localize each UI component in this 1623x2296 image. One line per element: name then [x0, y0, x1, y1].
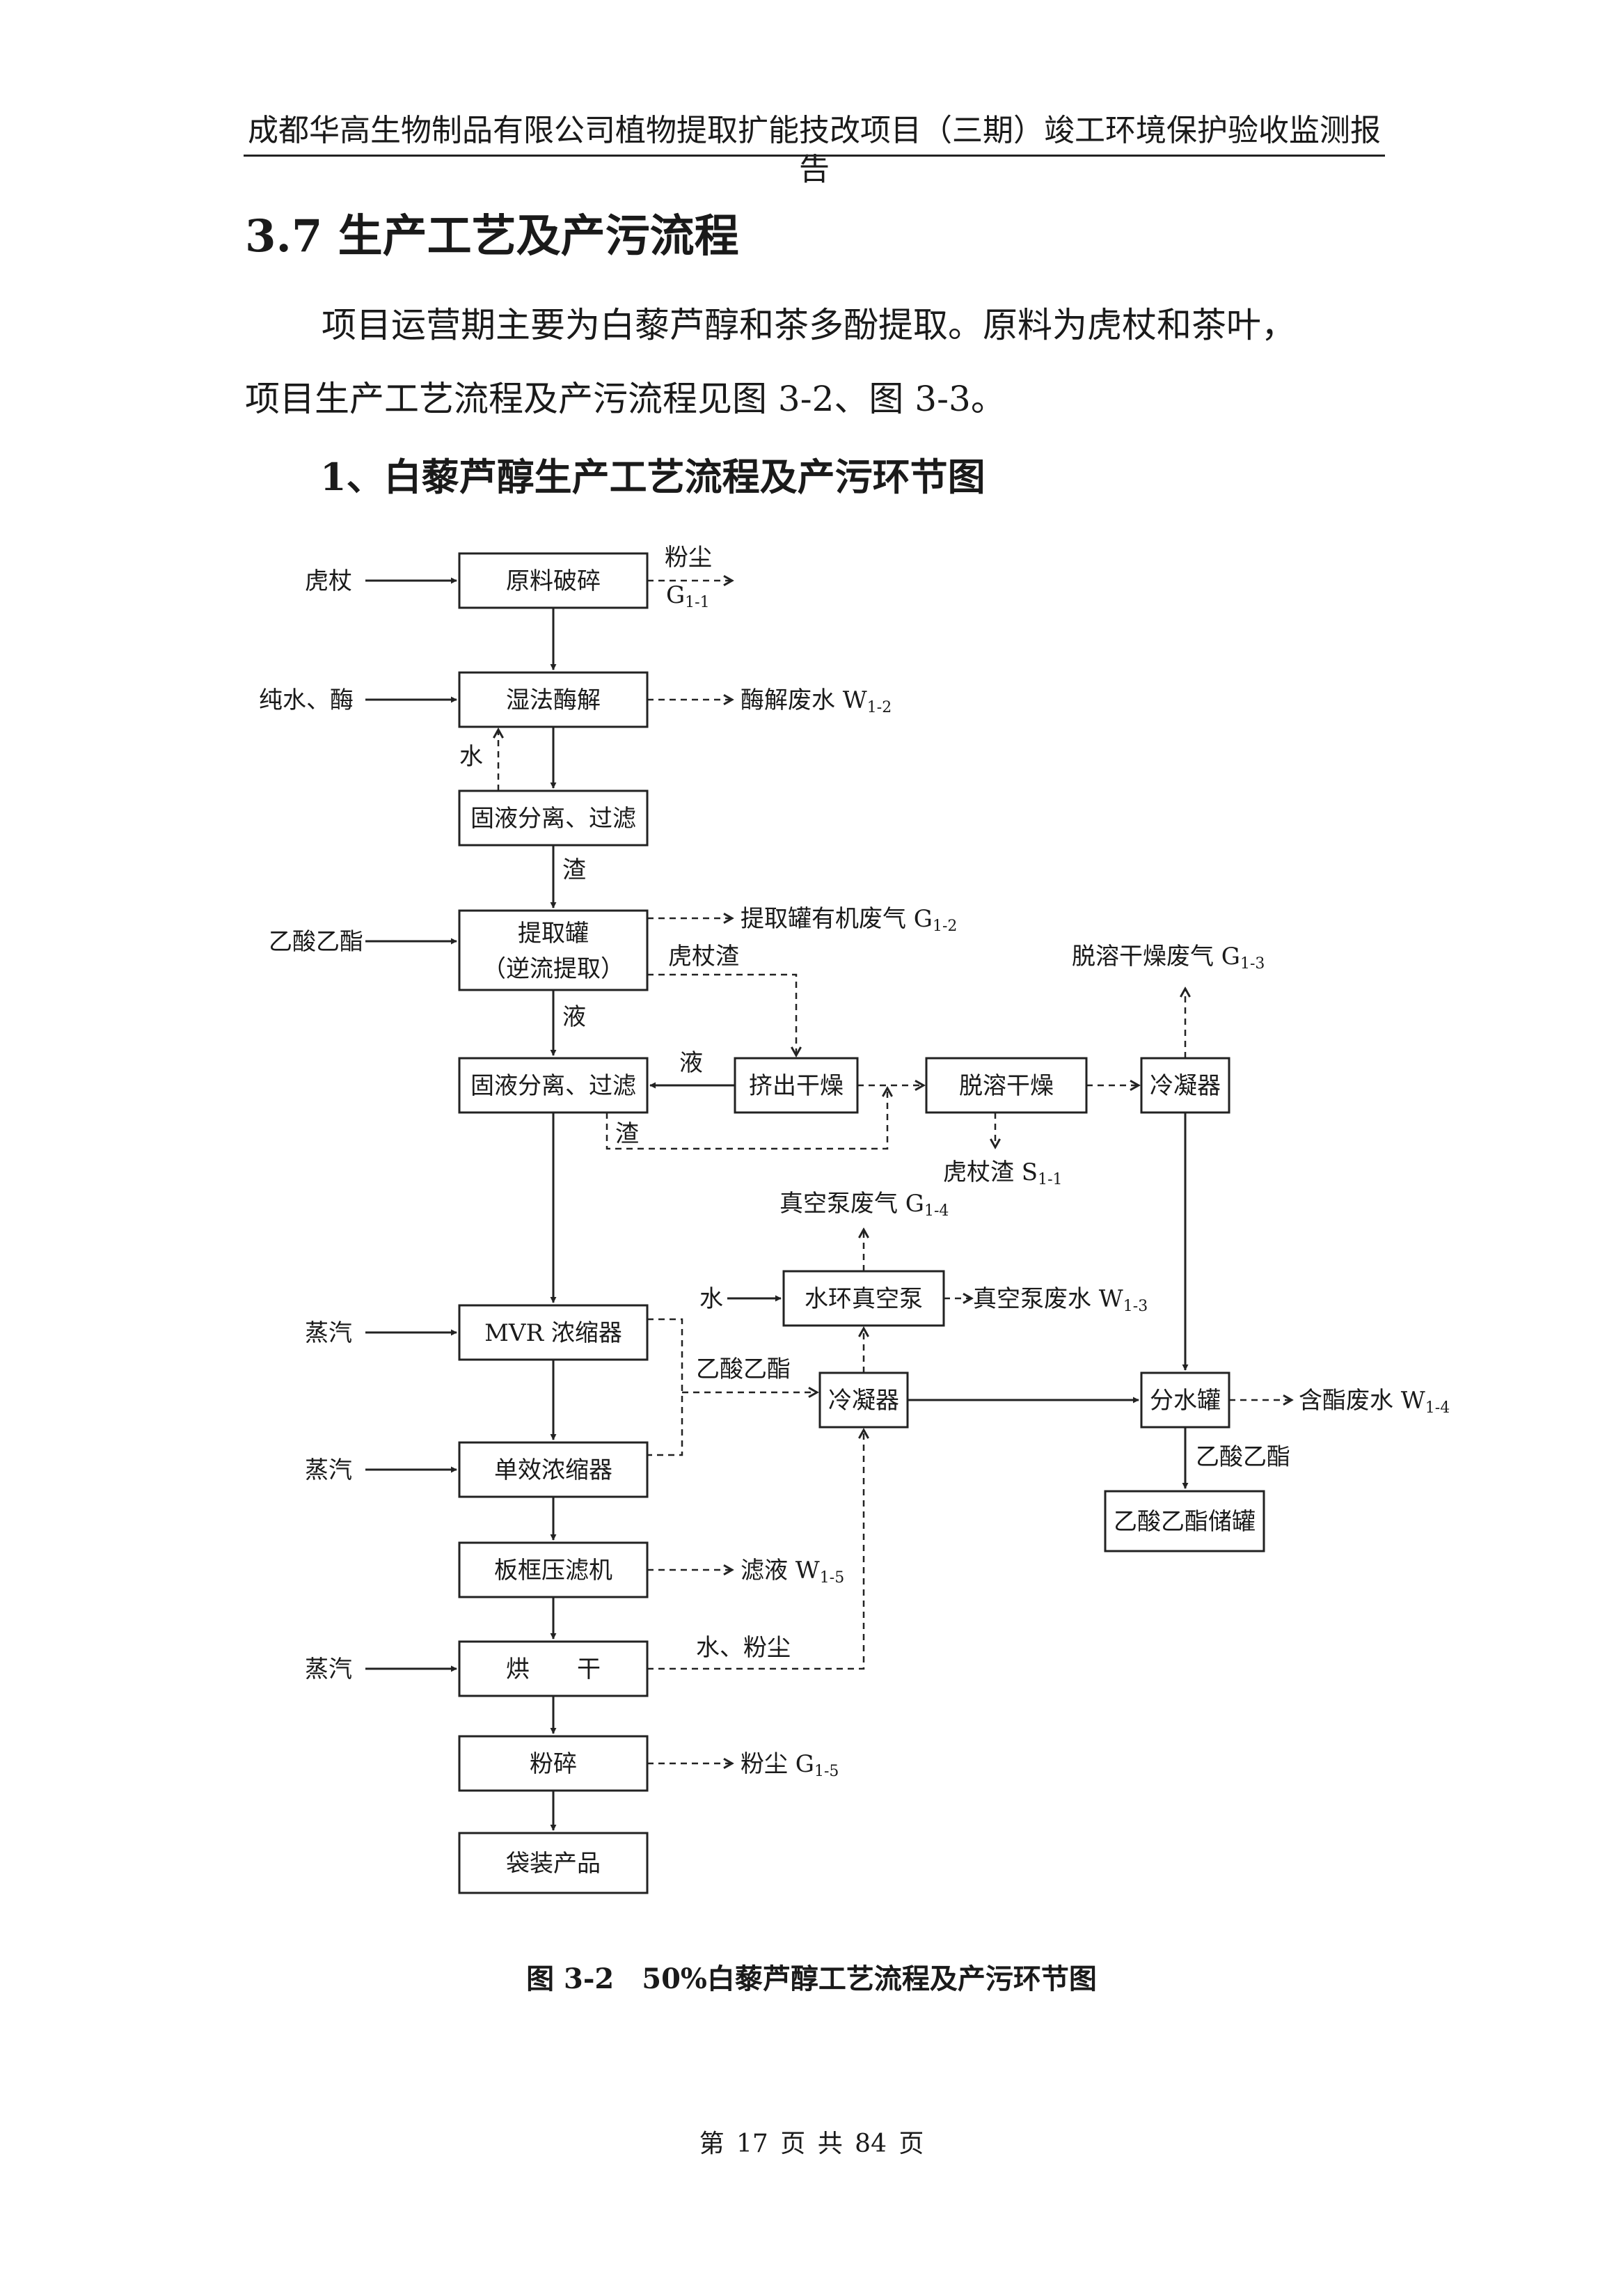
box-label-crushing: 原料破碎: [506, 567, 601, 595]
box-condenser-2: [818, 1371, 909, 1429]
emission-g14-sub: 1-4: [924, 1202, 949, 1220]
arrow-dryer-to-condenser2: [647, 1430, 864, 1670]
emission-w15-name: 滤液 W: [741, 1557, 820, 1585]
emission-g12-name: 提取罐有机废气 G: [741, 905, 933, 933]
emission-g15: 粉尘 G1-5: [741, 1750, 839, 1780]
arrow-residue-2: [605, 1088, 887, 1150]
emission-g11-name: 粉尘: [665, 544, 712, 572]
label-ethyl-vapor: 乙酸乙酯: [696, 1355, 791, 1383]
label-liquid-2: 液: [679, 1049, 703, 1077]
box-label-sep-2: 固液分离、过滤: [470, 1072, 636, 1100]
emission-g15-sub: 1-5: [814, 1763, 839, 1780]
emission-w13: 真空泵废水 W1-3: [973, 1285, 1148, 1315]
emission-w12: 酶解废水 W1-2: [741, 686, 892, 716]
label-water-dust: 水、粉尘: [696, 1634, 791, 1662]
header-rule: [244, 155, 1385, 157]
label-liquid-1: 液: [562, 1003, 586, 1031]
figure-caption: 图 3-2 50%白藜芦醇工艺流程及产污环节图: [526, 1963, 1097, 1995]
emission-g11-sub: 1-1: [685, 594, 709, 611]
box-label-filter-press: 板框压滤机: [494, 1557, 612, 1585]
box-label-extraction-line2: （逆流提取）: [482, 955, 624, 983]
box-label-squeeze-dry: 挤出干燥: [749, 1072, 844, 1100]
box-label-water-separator: 分水罐: [1150, 1387, 1221, 1415]
input-water-enzyme: 纯水、酶: [259, 686, 354, 714]
input-ethyl-acetate: 乙酸乙酯: [269, 928, 363, 956]
emission-w14-sub: 1-4: [1425, 1399, 1450, 1417]
emission-g15-name: 粉尘 G: [741, 1750, 814, 1778]
box-desolvent-drying: [925, 1057, 1088, 1114]
box-label-single-effect: 单效浓缩器: [494, 1456, 612, 1484]
emission-g13-sub: 1-3: [1240, 955, 1265, 973]
page-header: 成都华高生物制品有限公司植物提取扩能技改项目（三期）竣工环境保护验收监测报告: [248, 113, 1381, 187]
box-label-sep-1: 固液分离、过滤: [470, 805, 636, 833]
box-label-wet-enzymolysis: 湿法酶解: [506, 686, 601, 714]
box-label-condenser-1: 冷凝器: [1150, 1072, 1221, 1100]
box-solid-liquid-separation-1: [458, 789, 649, 847]
solid-s11-sub: 1-1: [1038, 1171, 1062, 1188]
label-residue-2: 渣: [615, 1120, 639, 1148]
input-steam-1: 蒸汽: [305, 1319, 352, 1347]
emission-w14: 含酯废水 W1-4: [1299, 1387, 1450, 1417]
label-water-return: 水: [459, 743, 483, 771]
box-solid-liquid-separation-2: [458, 1057, 649, 1114]
section-title: 3.7 生产工艺及产污流程: [245, 210, 739, 262]
emission-g11-letter: G: [666, 581, 685, 609]
input-huzhang: 虎杖: [305, 567, 352, 595]
emission-g14: 真空泵废气 G1-4: [779, 1190, 949, 1220]
box-label-ethyl-storage: 乙酸乙酯储罐: [1114, 1508, 1256, 1536]
emission-w12-sub: 1-2: [867, 699, 892, 716]
emission-g11-code: G1-1: [666, 581, 710, 611]
page-footer: 第 17 页 共 84 页: [699, 2130, 924, 2158]
solid-s11: 虎杖渣 S1-1: [943, 1158, 1063, 1188]
input-water: 水: [699, 1285, 723, 1313]
paragraph-line-2: 项目生产工艺流程及产污流程见图 3-2、图 3-3。: [245, 379, 1006, 419]
box-label-dryer: 烘 干: [506, 1656, 601, 1683]
box-plate-frame-filter-press: [458, 1541, 649, 1598]
box-label-mvr: MVR 浓缩器: [484, 1319, 622, 1347]
box-label-desolvent-dry: 脱溶干燥: [959, 1072, 1054, 1100]
arrow-huzhang-residue: [647, 973, 796, 1055]
emission-g12: 提取罐有机废气 G1-2: [741, 905, 957, 935]
box-condenser-1: [1140, 1057, 1230, 1114]
label-huzhang-residue: 虎杖渣: [668, 943, 739, 970]
emission-w13-sub: 1-3: [1123, 1298, 1148, 1315]
line-vapor-collector: [647, 1318, 683, 1456]
label-residue-1: 渣: [562, 856, 586, 884]
emission-g13: 脱溶干燥废气 G1-3: [1072, 943, 1265, 973]
emission-w15: 滤液 W1-5: [741, 1557, 844, 1587]
box-label-extraction-line1: 提取罐: [518, 920, 589, 948]
emission-g14-name: 真空泵废气 G: [779, 1190, 924, 1218]
emission-w14-name: 含酯废水 W: [1299, 1387, 1425, 1415]
box-extraction-tank: [458, 909, 649, 991]
box-bagged-product: [458, 1832, 649, 1894]
label-ethyl-out: 乙酸乙酯: [1196, 1443, 1290, 1471]
paragraph-line-1: 项目运营期主要为白藜芦醇和茶多酚提取。原料为虎杖和茶叶，: [322, 305, 1296, 345]
emission-w13-name: 真空泵废水 W: [973, 1285, 1123, 1313]
input-steam-3: 蒸汽: [305, 1656, 352, 1683]
box-ethyl-acetate-storage: [1104, 1490, 1265, 1552]
emission-w12-name: 酶解废水 W: [741, 686, 867, 714]
subsection-title: 1、白藜芦醇生产工艺流程及产污环节图: [320, 455, 985, 499]
box-label-condenser-2: 冷凝器: [828, 1387, 899, 1415]
box-squeeze-drying: [734, 1057, 859, 1114]
solid-s11-name: 虎杖渣 S: [943, 1158, 1038, 1186]
box-label-vacuum-pump: 水环真空泵: [805, 1285, 923, 1313]
emission-g12-sub: 1-2: [933, 918, 957, 935]
emission-g13-name: 脱溶干燥废气 G: [1072, 943, 1240, 970]
box-label-pulverize: 粉碎: [530, 1750, 577, 1778]
emission-w15-sub: 1-5: [820, 1569, 844, 1587]
input-steam-2: 蒸汽: [305, 1456, 352, 1484]
box-water-ring-vacuum-pump: [782, 1270, 945, 1327]
box-mvr-concentrator: [458, 1304, 649, 1361]
box-label-packaging: 袋装产品: [506, 1850, 601, 1878]
